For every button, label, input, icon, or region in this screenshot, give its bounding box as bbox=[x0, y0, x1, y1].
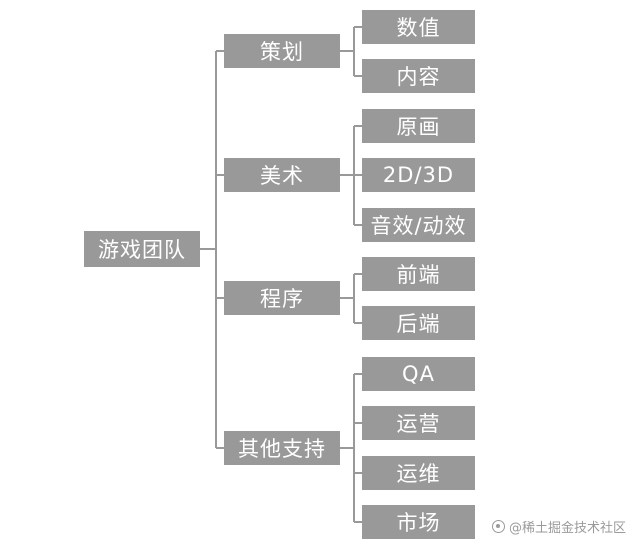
root-node: 游戏团队 bbox=[84, 231, 200, 267]
group-node-program: 程序 bbox=[224, 281, 340, 315]
leaf-node-content: 内容 bbox=[362, 59, 475, 93]
leaf-node-frontend: 前端 bbox=[362, 257, 475, 291]
group-node-support: 其他支持 bbox=[224, 431, 340, 465]
leaf-node-2d-3d: 2D/3D bbox=[362, 158, 475, 192]
watermark-text: @稀土掘金技术社区 bbox=[509, 520, 627, 536]
leaf-node-backend: 后端 bbox=[362, 306, 475, 340]
leaf-node-numerics: 数值 bbox=[362, 10, 475, 44]
leaf-node-concept-art: 原画 bbox=[362, 109, 475, 143]
leaf-node-marketing: 市场 bbox=[362, 505, 475, 539]
leaf-node-devops: 运维 bbox=[362, 456, 475, 490]
leaf-node-sfx-vfx: 音效/动效 bbox=[362, 208, 475, 242]
leaf-node-operations: 运营 bbox=[362, 406, 475, 440]
group-node-planning: 策划 bbox=[224, 34, 340, 68]
leaf-node-qa: QA bbox=[362, 357, 475, 391]
watermark-logo-icon bbox=[492, 519, 505, 533]
group-node-art: 美术 bbox=[224, 158, 340, 192]
watermark: @稀土掘金技术社区 bbox=[492, 513, 626, 539]
